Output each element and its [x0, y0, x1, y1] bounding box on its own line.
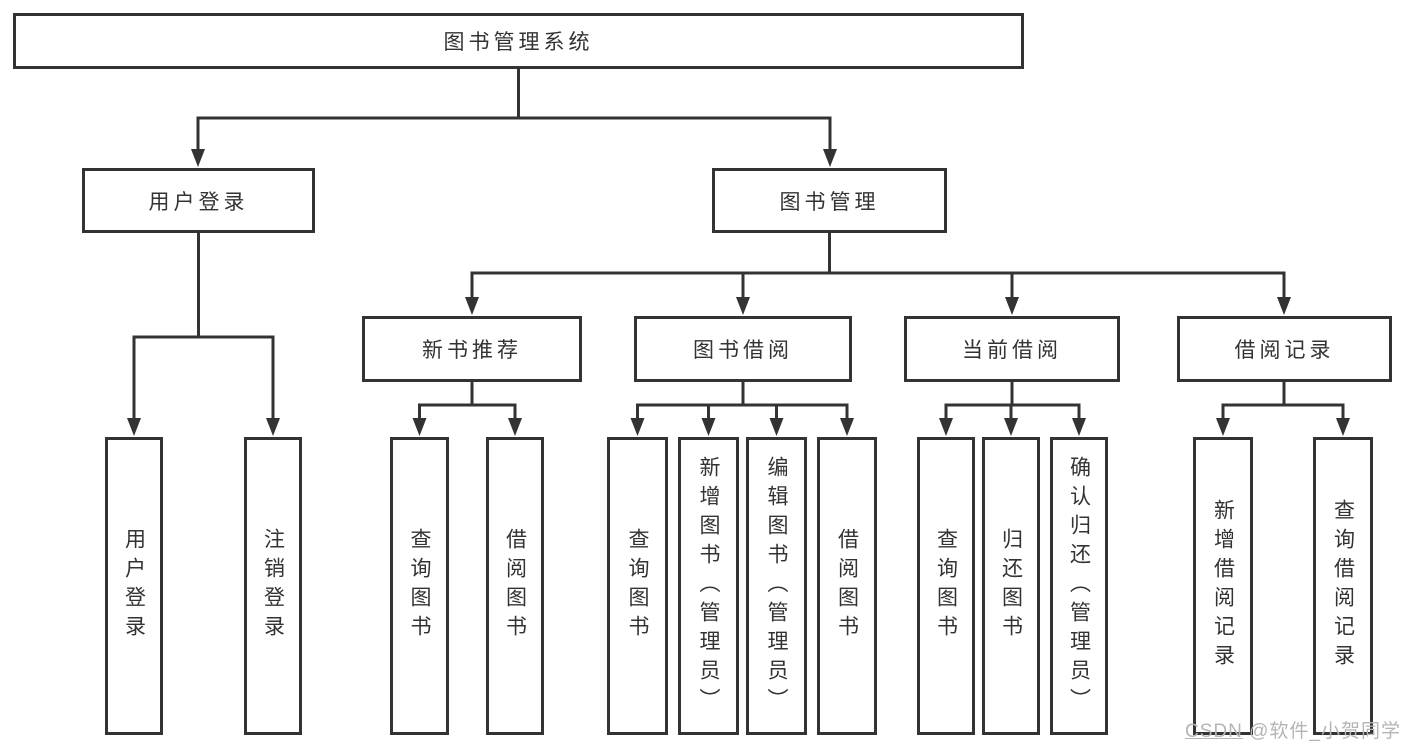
csdn-watermark-handle: @软件_小贺同学 — [1242, 721, 1401, 742]
leaf-label: 用户登录 — [122, 528, 146, 644]
branch-root — [198, 66, 830, 120]
leaf-borrow-books: 借阅图书 — [817, 437, 877, 735]
leaf-edit-books-admin: 编辑图书（管理员） — [746, 437, 807, 735]
leaf-label: 借阅图书 — [835, 528, 859, 644]
node-book-management: 图书管理 — [712, 168, 947, 233]
leaf-label: 借阅图书 — [503, 528, 527, 644]
branch-borrow-records — [1223, 379, 1343, 407]
node-new-book-recommendation: 新书推荐 — [362, 316, 582, 382]
node-label: 图书管理 — [779, 190, 880, 214]
node-user-login: 用户登录 — [82, 168, 315, 233]
leaf-label: 编辑图书（管理员） — [765, 455, 788, 717]
leaf-label: 查询图书 — [626, 528, 649, 644]
leaf-query-books-current: 查询图书 — [917, 437, 975, 735]
leaf-confirm-return-admin: 确认归还（管理员） — [1050, 437, 1108, 735]
node-label: 图书管理系统 — [443, 31, 594, 54]
node-label: 图书借阅 — [693, 339, 793, 362]
branch-current-borrow — [946, 379, 1079, 407]
csdn-watermark-prefix: CSDN — [1185, 721, 1243, 742]
node-label: 新书推荐 — [422, 339, 522, 362]
node-current-borrowing: 当前借阅 — [904, 316, 1120, 382]
leaf-borrow-books-recommend: 借阅图书 — [486, 437, 544, 735]
leaf-logout: 注销登录 — [244, 437, 302, 735]
branch-book-borrow — [637, 379, 847, 407]
leaf-user-login: 用户登录 — [105, 437, 163, 735]
leaf-label: 新增图书（管理员） — [697, 455, 720, 717]
leaf-label: 查询图书 — [408, 528, 431, 644]
leaf-add-books-admin: 新增图书（管理员） — [678, 437, 739, 735]
leaf-label: 归还图书 — [999, 528, 1023, 644]
node-borrowing-records: 借阅记录 — [1177, 316, 1392, 382]
node-library-management-system: 图书管理系统 — [13, 13, 1024, 69]
branch-user-login — [134, 230, 273, 339]
leaf-label: 新增借阅记录 — [1211, 499, 1235, 673]
node-label: 用户登录 — [148, 190, 249, 214]
node-label: 借阅记录 — [1234, 339, 1335, 362]
leaf-return-books: 归还图书 — [982, 437, 1040, 735]
leaf-label: 查询图书 — [934, 528, 958, 644]
leaf-label: 注销登录 — [261, 528, 285, 644]
node-label: 当前借阅 — [962, 339, 1062, 362]
leaf-query-books-borrow: 查询图书 — [607, 437, 668, 735]
leaf-query-books-recommend: 查询图书 — [390, 437, 449, 735]
leaf-label: 确认归还（管理员） — [1067, 455, 1091, 717]
leaf-add-borrow-record: 新增借阅记录 — [1193, 437, 1253, 735]
csdn-watermark: CSDN @软件_小贺同学 — [1185, 716, 1401, 743]
branch-new-book — [419, 379, 515, 407]
branch-book-management — [472, 230, 1284, 275]
leaf-label: 查询借阅记录 — [1331, 499, 1355, 673]
leaf-query-borrow-record: 查询借阅记录 — [1313, 437, 1373, 735]
node-book-borrowing: 图书借阅 — [634, 316, 852, 382]
